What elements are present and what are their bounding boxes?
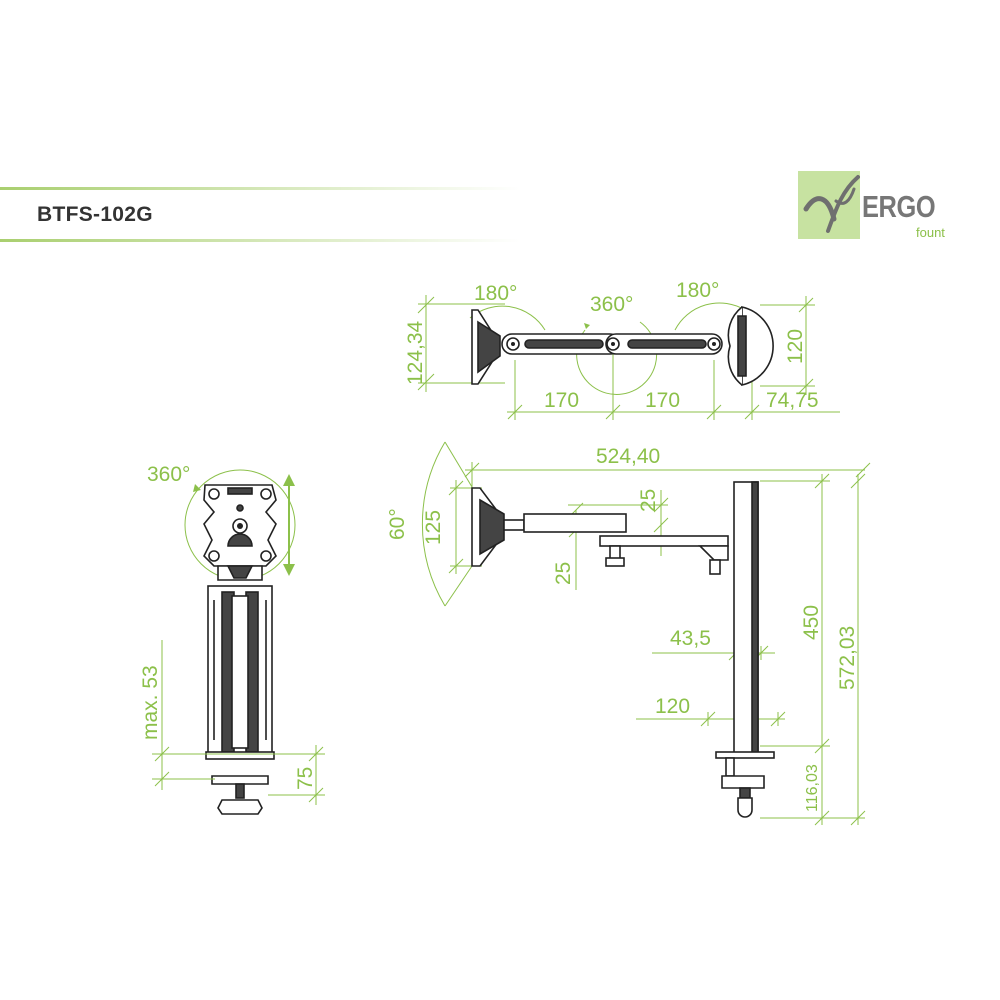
dim-angle-right: 180° — [676, 279, 719, 302]
brand-logo-icon — [798, 171, 860, 239]
dim-clamp-total: 116,03 — [804, 764, 821, 812]
dim-pole-height: 450 — [800, 605, 823, 640]
header-band — [0, 187, 520, 242]
dim-total-reach: 524,40 — [596, 445, 660, 468]
dim-height-right: 120 — [784, 329, 807, 364]
model-title: BTFS-102G — [37, 203, 153, 226]
dim-vesa-height: 125 — [422, 510, 445, 545]
dim-arm-1: 170 — [544, 389, 579, 412]
side-view: 60° 125 524,40 25 25 450 572,03 43,5 120… — [386, 441, 871, 826]
dim-clamp-offset: 74,75 — [766, 389, 819, 412]
dim-arm-bottom: 25 — [552, 562, 575, 585]
dim-angle-mid: 360° — [590, 293, 633, 316]
dim-arm-2: 170 — [645, 389, 680, 412]
front-view: 360° max. 53 75 — [139, 463, 325, 815]
dim-height-left: 124,34 — [404, 320, 427, 385]
dim-arm-top: 25 — [637, 489, 660, 512]
top-view: 124,34 180° 360° 180° 120 170 170 74,75 — [404, 279, 840, 420]
dim-angle-left: 180° — [474, 282, 517, 305]
dim-tilt: 60° — [386, 508, 409, 540]
dim-height-adjust: max. 53 — [139, 665, 162, 740]
dim-rotation: 360° — [147, 463, 190, 486]
brand-name: ERGO — [862, 189, 936, 224]
dim-clamp-height: 75 — [294, 767, 317, 790]
brand-subtitle: fount — [916, 225, 945, 240]
dim-pole-width: 43,5 — [670, 627, 711, 650]
dim-clamp-width: 120 — [655, 695, 690, 718]
dim-total-height: 572,03 — [836, 626, 859, 690]
